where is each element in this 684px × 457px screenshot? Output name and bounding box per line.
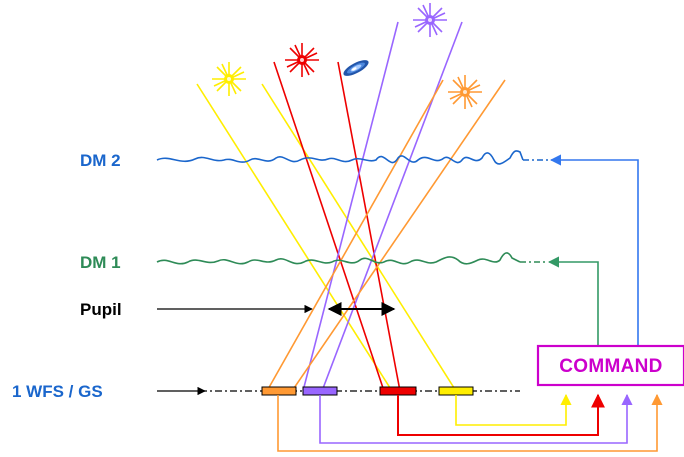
ray-red-left bbox=[273, 61, 385, 392]
detector-orange bbox=[261, 386, 297, 396]
light-rays bbox=[196, 21, 506, 392]
ray-yellow-right bbox=[261, 83, 457, 392]
yellow-star-icon bbox=[212, 62, 246, 96]
ray-red-right bbox=[337, 61, 401, 392]
command-box: COMMAND bbox=[536, 344, 684, 387]
command-label: COMMAND bbox=[559, 356, 662, 377]
detector-purple bbox=[302, 386, 338, 396]
feedback-purple bbox=[319, 393, 633, 444]
command-to-dm1 bbox=[547, 256, 599, 346]
orange-star-icon bbox=[448, 75, 482, 109]
feedback-paths bbox=[277, 393, 663, 452]
dm2-wavefront bbox=[156, 150, 524, 165]
dm1-wavefront bbox=[156, 252, 521, 265]
purple-star-icon bbox=[413, 3, 447, 37]
feedback-red bbox=[397, 393, 605, 436]
feedback-yellow bbox=[455, 393, 572, 426]
wfs-label: 1 WFS / GS bbox=[12, 382, 103, 401]
galaxy-icon bbox=[343, 60, 369, 76]
ray-purple-left bbox=[302, 21, 399, 392]
ray-purple-right bbox=[321, 21, 463, 392]
pupil-label: Pupil bbox=[80, 300, 122, 319]
dm2-label: DM 2 bbox=[80, 151, 121, 170]
feedback-orange bbox=[277, 393, 663, 452]
ray-yellow-left bbox=[196, 83, 393, 392]
detector-yellow bbox=[438, 386, 474, 396]
ray-orange-right bbox=[291, 79, 506, 392]
command-to-dm2 bbox=[549, 154, 639, 346]
detector-red bbox=[379, 386, 417, 396]
dm2-layer bbox=[156, 150, 548, 165]
ray-orange-left bbox=[266, 79, 444, 392]
dm1-label: DM 1 bbox=[80, 253, 121, 272]
dm1-layer bbox=[156, 252, 546, 265]
red-star-icon bbox=[285, 43, 319, 77]
